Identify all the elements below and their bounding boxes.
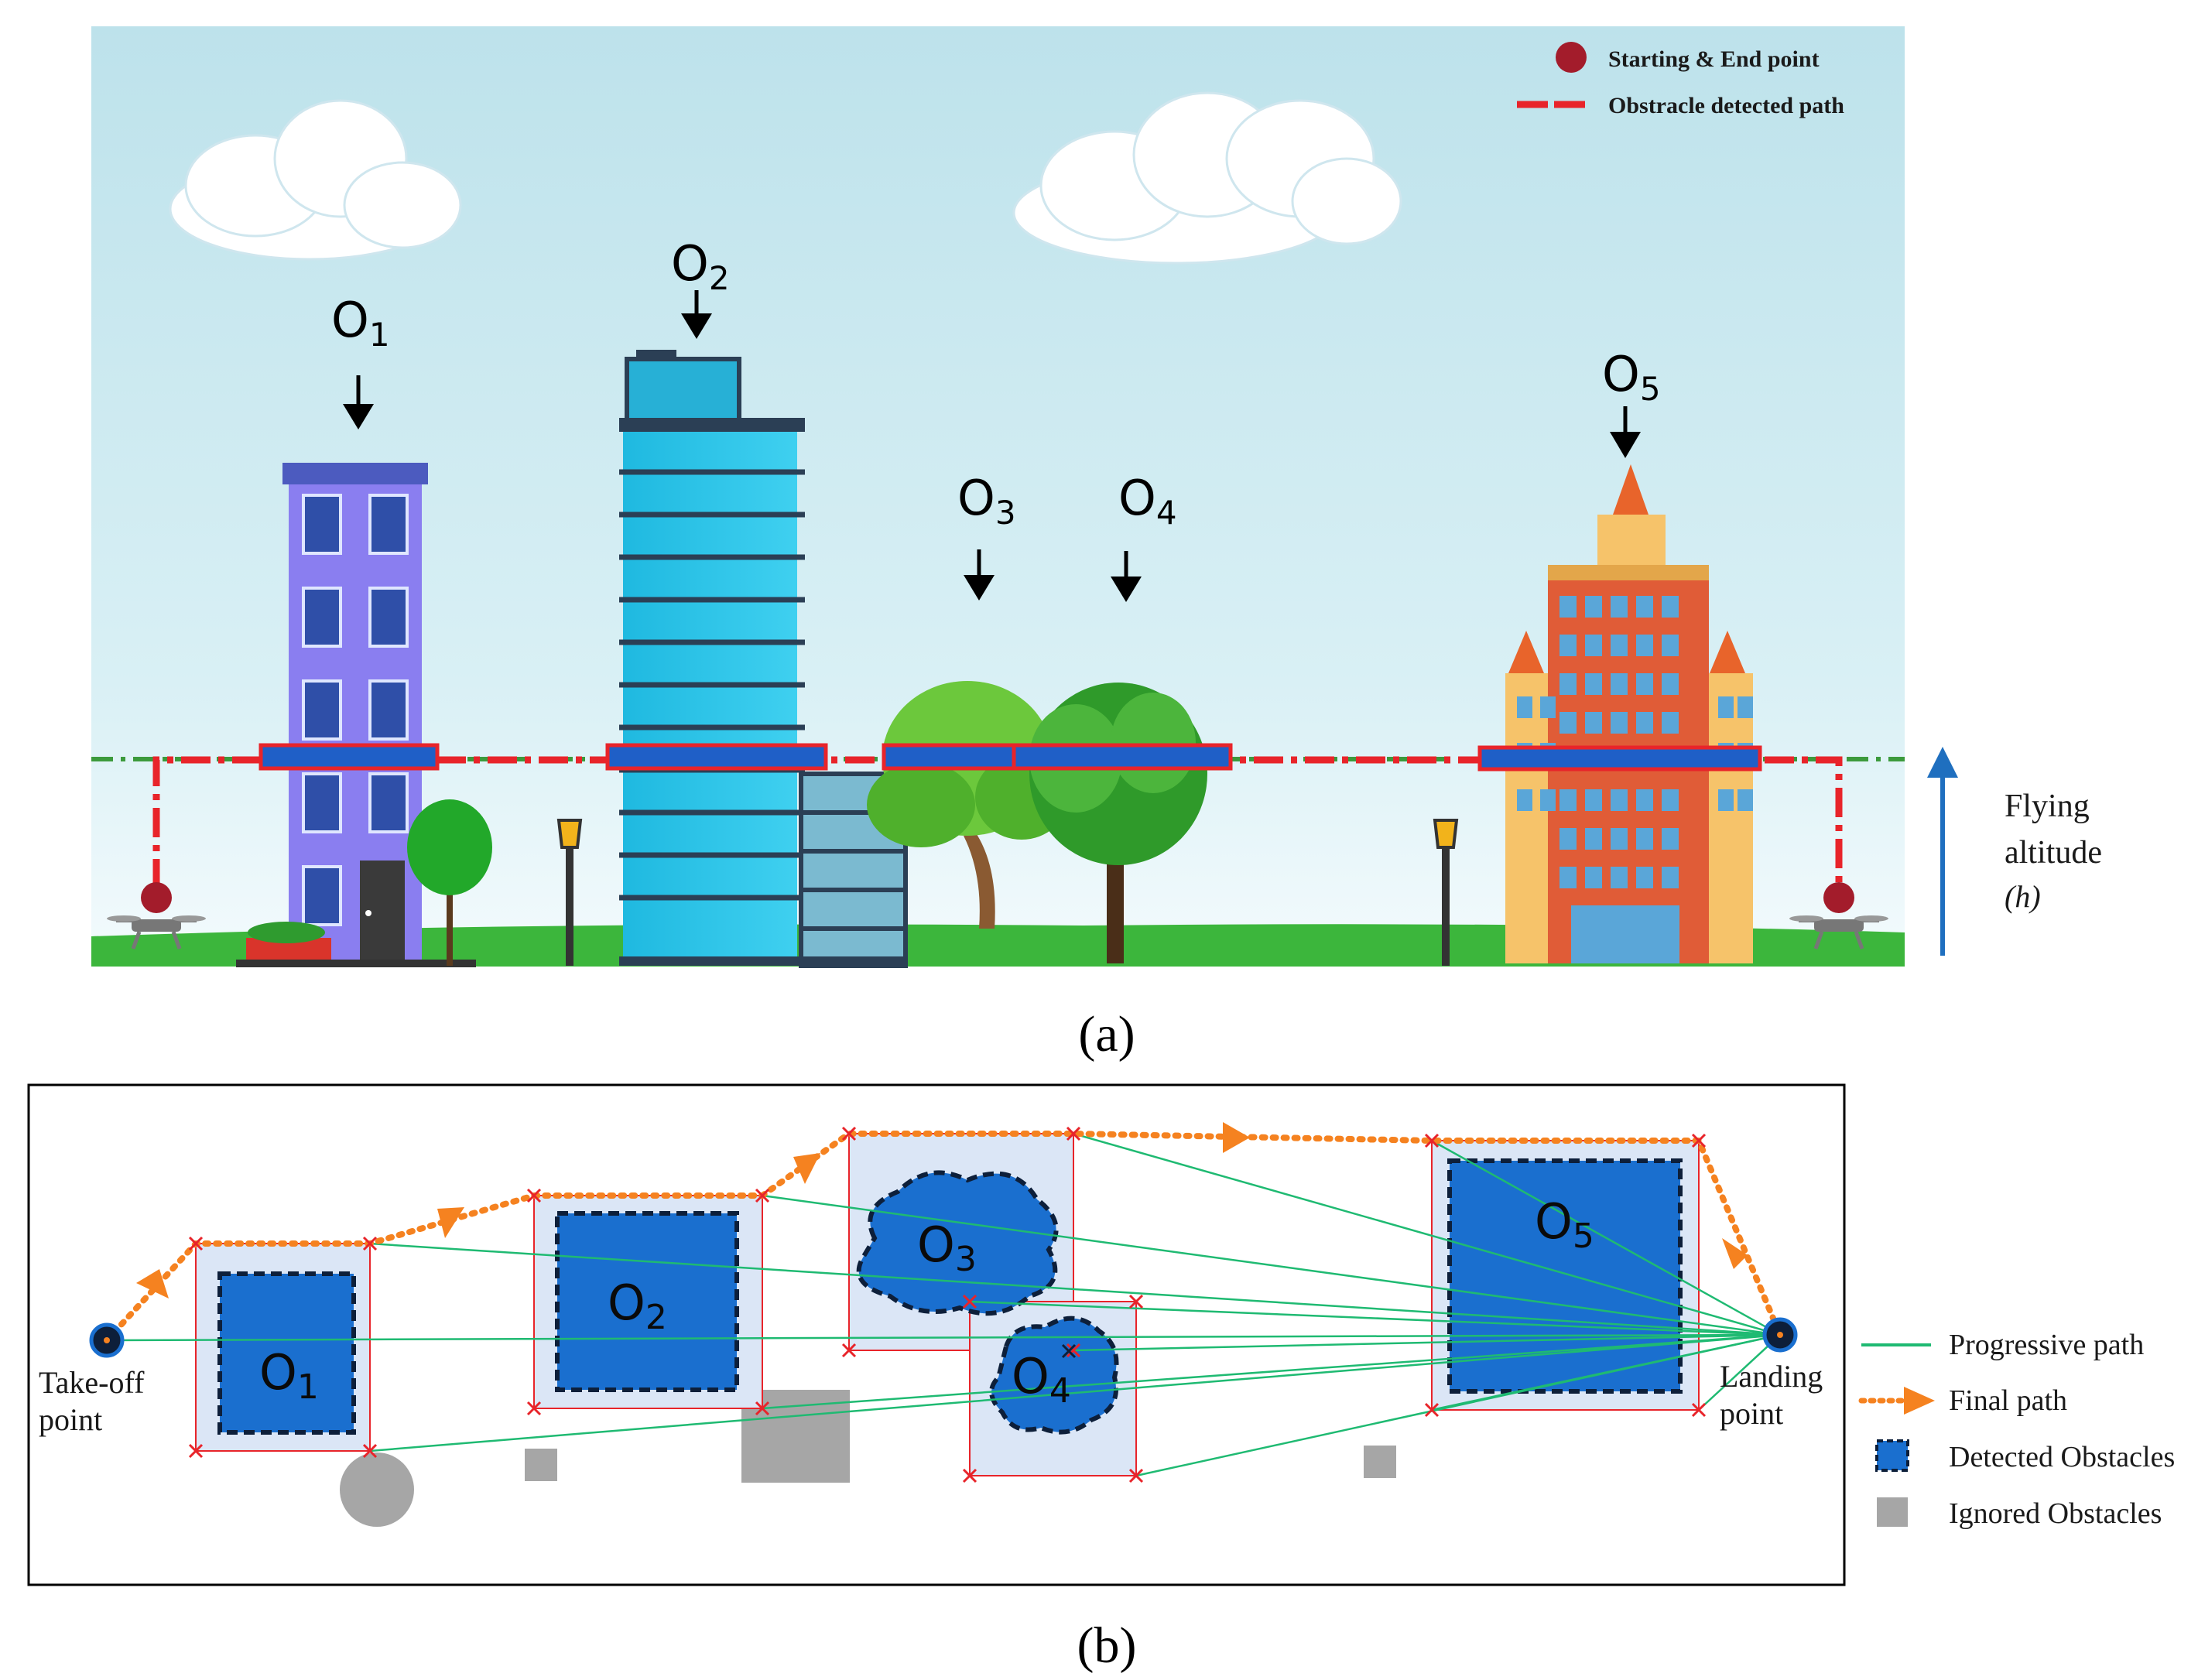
ground	[91, 924, 1905, 967]
arrow-icon	[793, 1153, 820, 1184]
arrow-icon	[437, 1207, 464, 1238]
altitude-indicator: Flying altitude (h)	[1927, 747, 2102, 956]
drone-start	[107, 882, 206, 949]
drone-end	[1789, 882, 1888, 949]
obstacle-label-o1: O1	[331, 292, 390, 429]
down-arrow-icon	[681, 313, 712, 339]
street-lamp-left	[556, 819, 583, 966]
panel-a: O1 O2 O3 O4 O5 Starting & End point	[91, 26, 2102, 1062]
corner-markers	[188, 1126, 1707, 1483]
down-arrow-icon	[343, 404, 374, 429]
caption-b: (b)	[1077, 1617, 1137, 1674]
obstacle-label-o5: O5	[1602, 346, 1661, 458]
cloud-right	[1012, 91, 1402, 265]
svg-text:O2: O2	[671, 235, 730, 297]
obstacle-label-o3: O3	[957, 470, 1016, 600]
legend-a: Starting & End point Obstracle detected …	[1517, 42, 1844, 118]
arrow-icon	[136, 1269, 169, 1298]
ignored-obstacles	[340, 1390, 1396, 1527]
legend-progressive: Progressive path	[1949, 1329, 2144, 1361]
takeoff-label-2: point	[39, 1402, 102, 1437]
arrow-icon	[1722, 1238, 1748, 1269]
obstacle-label-o4: O4	[1111, 470, 1177, 602]
arrow-icon	[1223, 1122, 1250, 1153]
building-o1	[236, 463, 476, 967]
down-arrow-icon	[1111, 577, 1142, 602]
svg-text:O1: O1	[331, 292, 390, 354]
svg-text:O5: O5	[1602, 346, 1661, 408]
start-end-marker-icon	[1556, 42, 1587, 73]
down-arrow-icon	[1610, 432, 1641, 458]
obstacle-label-o2: O2	[671, 235, 730, 339]
svg-text:O4: O4	[1118, 470, 1177, 532]
final-path-arrow-icon	[1904, 1387, 1935, 1415]
building-o2	[619, 350, 908, 968]
obstacle-b-o5: O5	[1535, 1193, 1594, 1256]
ignored-swatch-icon	[1877, 1497, 1908, 1527]
altitude-label-2: altitude	[2005, 835, 2102, 871]
legend-start-end: Starting & End point	[1608, 46, 1820, 72]
building-o5	[1505, 464, 1753, 963]
detected-obstacles	[217, 1158, 1683, 1435]
legend-ignored: Ignored Obstacles	[1949, 1497, 2162, 1530]
legend-detected: Detected Obstacles	[1949, 1441, 2175, 1473]
altitude-label-3: (h)	[2005, 879, 2041, 914]
obstacle-b-o3: O3	[917, 1216, 977, 1279]
panel-b: O1 O2 O3 O4 O5 Take-off point Landing po…	[27, 1083, 2175, 1674]
detection-bars	[258, 743, 1762, 772]
legend-obstacle-path: Obstracle detected path	[1608, 93, 1844, 118]
obstacle-detected-path	[152, 756, 1843, 888]
progressive-paths	[106, 1132, 1781, 1477]
down-arrow-icon	[964, 575, 995, 600]
caption-a: (a)	[1078, 1006, 1135, 1062]
legend-b: Progressive path Final path Detected Obs…	[1858, 1329, 2175, 1530]
small-tree	[407, 799, 492, 966]
legend-final: Final path	[1949, 1384, 2067, 1417]
obstacle-b-o1: O1	[259, 1344, 319, 1407]
takeoff-label-1: Take-off	[39, 1365, 145, 1400]
up-arrow-icon	[1927, 747, 1958, 778]
svg-text:O3: O3	[957, 470, 1016, 532]
takeoff-point: Take-off point	[39, 1322, 145, 1437]
landing-label-2: point	[1720, 1396, 1783, 1431]
overlap-marker-icon	[1061, 1343, 1077, 1359]
final-path	[104, 1122, 1783, 1343]
obstacle-b-o4: O4	[1012, 1348, 1071, 1411]
detected-swatch-icon	[1875, 1439, 1909, 1472]
landing-point: Landing point	[1720, 1317, 1823, 1431]
street-lamp-right	[1433, 819, 1459, 966]
obstacle-b-o2: O2	[608, 1275, 667, 1337]
cloud-left	[169, 99, 462, 261]
altitude-label-1: Flying	[2005, 789, 2090, 824]
landing-label-1: Landing	[1720, 1359, 1823, 1394]
